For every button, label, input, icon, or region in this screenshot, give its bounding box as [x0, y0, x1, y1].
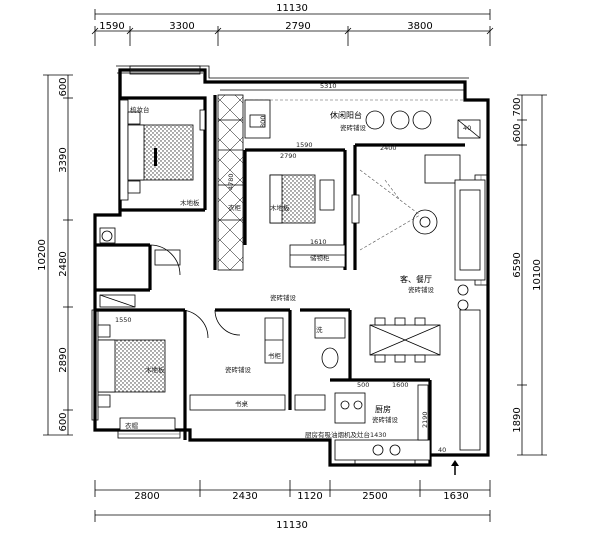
dim-500: 500 — [357, 381, 369, 389]
third-bedroom — [97, 324, 176, 431]
dim-1610: 1610 — [310, 238, 327, 246]
living-floor-label: 瓷砖铺设 — [408, 285, 435, 294]
right-dimension-1: 700 — [512, 97, 523, 116]
dim-1550: 1550 — [115, 316, 132, 324]
right-dimension-mid: 6590 — [512, 252, 523, 277]
wash-label: 洗 — [316, 325, 323, 334]
balcony — [220, 89, 481, 139]
bathroom-center — [294, 317, 346, 411]
top-dimension-1: 1590 — [99, 21, 124, 32]
wardrobe-label: 衣柜 — [228, 203, 242, 212]
dim-2190: 2190 — [421, 411, 429, 428]
closet-label: 衣帽 — [125, 421, 139, 430]
dim-800: 800 — [259, 116, 267, 128]
right-dimension-lines — [517, 94, 547, 456]
left-dimension-1: 600 — [58, 77, 69, 96]
left-dimension-5: 600 — [58, 412, 69, 431]
kitchen-label: 厨房 — [375, 404, 391, 414]
top-dimension-4: 3800 — [407, 21, 432, 32]
balcony-width-dim: 5310 — [320, 82, 337, 90]
dim-4780: 4780 — [227, 173, 235, 190]
kitchen — [334, 384, 431, 461]
right-dimension-low: 1890 — [512, 407, 523, 432]
storage-label: 储物柜 — [310, 253, 330, 262]
living-dining-label: 客、餐厅 — [400, 274, 432, 284]
left-dimension-lines — [43, 74, 73, 436]
dressing-label: 梳妆台 — [130, 105, 150, 114]
study-desk-label: 书桌 — [235, 399, 249, 408]
bottom-dimension-lines — [94, 480, 491, 522]
second-floor-label: 木地板 — [270, 203, 290, 212]
kitchen-note: 厨房有吸油烟机及灶台 — [305, 430, 370, 439]
sofa-chair — [424, 154, 461, 184]
dim-1600: 1600 — [392, 381, 409, 389]
left-total-dimension: 10200 — [37, 239, 48, 271]
balcony-chair-3 — [412, 110, 432, 130]
left-dimension-4: 2890 — [58, 347, 69, 372]
bottom-total-dimension: 11130 — [276, 520, 308, 531]
kitchen-floor-label: 瓷砖铺设 — [372, 415, 399, 424]
dim-2400: 2400 — [380, 144, 397, 152]
right-dimension-2: 600 — [512, 123, 523, 142]
master-bedroom — [119, 99, 206, 201]
bottom-dimension-4: 2500 — [362, 491, 387, 502]
living-dining — [351, 154, 486, 451]
study — [189, 317, 286, 411]
left-dimension-2: 3390 — [58, 147, 69, 172]
bottom-dimension-2: 2430 — [232, 491, 257, 502]
top-dimension-3: 2790 — [285, 21, 310, 32]
balcony-label: 休闲阳台 — [330, 110, 362, 120]
top-dimension-lines — [91, 9, 494, 46]
dim-2790: 2790 — [280, 152, 297, 160]
second-bedroom — [269, 174, 346, 268]
balcony-floor-label: 瓷砖铺设 — [340, 123, 367, 132]
corridor-floor-label: 瓷砖铺设 — [270, 293, 297, 302]
dim-1590: 1590 — [296, 141, 313, 149]
bathroom-left — [99, 227, 241, 339]
third-floor-label: 木地板 — [145, 365, 165, 374]
top-dimension-2: 3300 — [169, 21, 194, 32]
entry-arrow-icon — [451, 460, 459, 475]
dim-1430: 1430 — [370, 431, 387, 439]
tv — [351, 194, 360, 224]
balcony-chair-2 — [390, 110, 410, 130]
right-total-dimension: 10100 — [532, 259, 543, 291]
master-floor-label: 木地板 — [180, 198, 200, 207]
top-total-dimension: 11130 — [276, 3, 308, 14]
wardrobe-strip — [217, 94, 244, 271]
bookcase-label: 书柜 — [268, 351, 282, 360]
dim-40b: 40 — [438, 446, 446, 454]
bottom-dimension-5: 1630 — [443, 491, 468, 502]
bottom-dimension-1: 2800 — [134, 491, 159, 502]
balcony-chair-1 — [365, 110, 385, 130]
study-floor-label: 瓷砖铺设 — [225, 365, 252, 374]
bottom-dimension-3: 1120 — [297, 491, 322, 502]
dim-40a: 40 — [463, 124, 471, 132]
left-dimension-3: 2480 — [58, 251, 69, 276]
